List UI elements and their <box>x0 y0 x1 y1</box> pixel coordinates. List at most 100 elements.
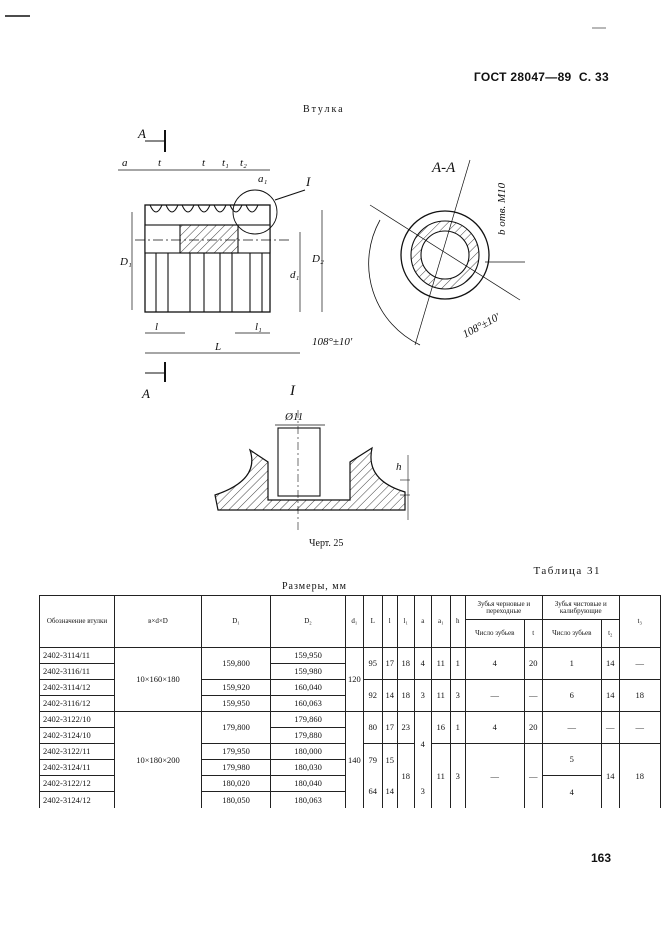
th-l1: l₁ <box>396 595 415 648</box>
detail-mark: I <box>305 174 311 189</box>
cell-D2: 180,030 <box>270 759 346 776</box>
cell-t3: 18 <box>618 743 661 808</box>
th-L: L <box>362 595 383 648</box>
cell-L: 64 <box>362 775 383 808</box>
cell-t3: — <box>618 711 661 744</box>
cell-t: — <box>523 679 543 712</box>
cell-D1: 179,980 <box>201 759 271 776</box>
th-D1: D₁ <box>201 595 271 648</box>
label-t-2: t <box>202 157 206 169</box>
cell-D1: 179,950 <box>201 743 271 760</box>
label-dia: Ø11 <box>284 411 303 423</box>
cell-t: 20 <box>523 647 543 680</box>
cell-L: 80 <box>362 711 383 744</box>
table-row: 2402-3124/12 <box>39 791 115 808</box>
cell-D2: 159,980 <box>270 663 346 680</box>
label-l: l <box>155 321 158 333</box>
cell-l: 17 <box>381 711 398 744</box>
cell-D2: 160,040 <box>270 679 346 696</box>
label-l1: l₁ <box>255 321 262 333</box>
cell-t3: — <box>618 647 661 680</box>
cell-L: 95 <box>362 647 383 680</box>
label-D2: D₂ <box>311 253 324 265</box>
cell-D2: 179,860 <box>270 711 346 728</box>
group-bxdxd: 10×180×200 <box>114 711 202 808</box>
cell-l1: 18 <box>396 679 415 712</box>
label-a: a <box>122 157 128 169</box>
cell-D1: 159,800 <box>201 647 271 680</box>
table-row: 2402-3122/10 <box>39 711 115 728</box>
cell-count2: 1 <box>541 647 602 680</box>
table-row: 2402-3116/11 <box>39 663 115 680</box>
table-row: 2402-3122/12 <box>39 775 115 792</box>
label-hole: b отв. M10 <box>496 182 508 235</box>
cell-D1: 180,020 <box>201 775 271 792</box>
cell-a: 3 <box>413 679 432 712</box>
cell-t2: 14 <box>600 743 620 808</box>
cell-l1: 18 <box>396 647 415 680</box>
cell-L: 92 <box>362 679 383 712</box>
th-bxdxd: в×d×D <box>114 595 202 648</box>
cell-a: 3 <box>413 775 432 808</box>
cell-count2: 6 <box>541 679 602 712</box>
cell-l1: 18 <box>396 743 415 808</box>
th-t: t <box>523 619 543 648</box>
cell-a1: 11 <box>430 743 451 808</box>
th-l: l <box>381 595 398 648</box>
cell-D2: 180,063 <box>270 791 346 808</box>
cell-a: 4 <box>413 711 432 776</box>
cell-D1: 159,920 <box>201 679 271 696</box>
section-mark-bottom: A <box>141 386 150 401</box>
page-number: 163 <box>591 851 612 865</box>
cell-D2: 180,000 <box>270 743 346 760</box>
table-row: 2402-3114/12 <box>39 679 115 696</box>
cell-count2: 5 <box>541 743 602 776</box>
th-finish: Зубья чистовые и калибрующие <box>541 595 620 620</box>
table-number: Таблица 31 <box>533 565 601 577</box>
cell-D1: 180,050 <box>201 791 271 808</box>
table-units: Размеры, мм <box>282 581 347 592</box>
cell-t2: 14 <box>600 647 620 680</box>
label-angle-left: 108°±10' <box>312 336 353 348</box>
section-mark-top: A <box>137 126 146 141</box>
cell-l: 14 <box>381 679 398 712</box>
page-header: ГОСТ 28047—89 С. 33 <box>473 70 609 84</box>
cell-D2: 159,950 <box>270 647 346 664</box>
cell-count: 4 <box>464 647 525 680</box>
cell-l: 14 <box>381 775 398 808</box>
table-row: 2402-3114/11 <box>39 647 115 664</box>
cell-L: 79 <box>362 743 383 776</box>
cell-D2: 160,063 <box>270 695 346 712</box>
th-a1: a₁ <box>430 595 451 648</box>
th-count2: Число зубьев <box>541 619 602 648</box>
technical-drawing: A A A-A I I a t t t₁ t₂ a₁ D₁ d₁ D₂ l l₁… <box>5 15 606 530</box>
cell-a: 4 <box>413 647 432 680</box>
cell-count: — <box>464 743 525 808</box>
th-designation: Обозначение втулки <box>39 595 115 648</box>
label-t2: t₂ <box>240 157 247 169</box>
dimensions-table: Обозначение втулки в×d×D D₁ D₂ d₁ L l l₁… <box>39 595 661 808</box>
table-row: 2402-3124/10 <box>39 727 115 744</box>
cell-t3: 18 <box>618 679 661 712</box>
label-D1: D₁ <box>119 256 132 268</box>
label-a1: a₁ <box>258 173 268 185</box>
detail-title: I <box>289 383 296 399</box>
label-t1: t₁ <box>222 157 229 169</box>
cell-h: 3 <box>449 679 466 712</box>
th-t2: t₂ <box>600 619 620 648</box>
cell-D2: 179,880 <box>270 727 346 744</box>
th-d1: d₁ <box>345 595 364 648</box>
th-h: h <box>449 595 466 648</box>
cell-d1: 140 <box>345 711 364 808</box>
cell-count2: 4 <box>541 775 602 808</box>
figure-title: Втулка <box>303 104 345 115</box>
cell-D2: 180,040 <box>270 775 346 792</box>
figure-caption: Черт. 25 <box>309 538 344 549</box>
label-d1: d₁ <box>290 269 300 281</box>
label-L: L <box>214 341 221 353</box>
th-t3: t₃ <box>618 595 661 648</box>
label-h: h <box>396 461 402 473</box>
cell-l: 17 <box>381 647 398 680</box>
cell-h: 3 <box>449 743 466 808</box>
th-count: Число зубьев <box>464 619 525 648</box>
